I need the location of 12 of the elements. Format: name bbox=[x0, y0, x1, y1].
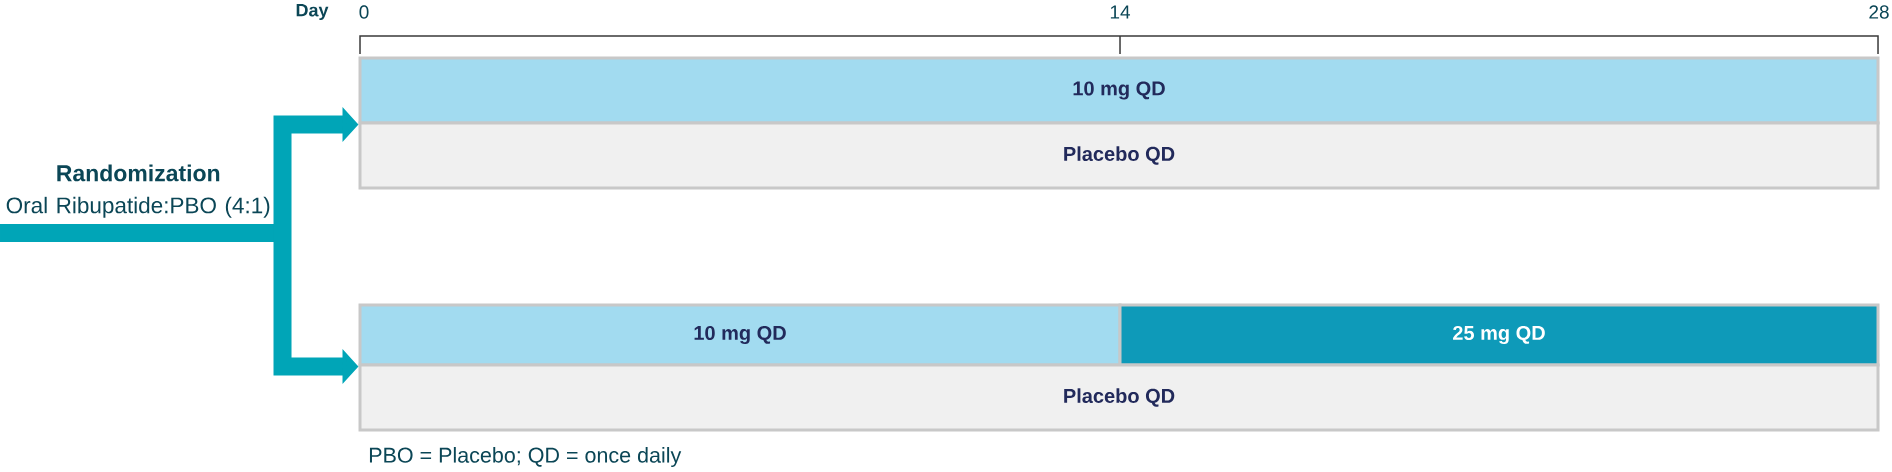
axis-title: Day bbox=[296, 3, 329, 21]
dose-bar: 10 mg QD bbox=[358, 56, 1880, 125]
tick-label: 28 bbox=[1869, 5, 1889, 19]
dose-bar: 10 mg QD bbox=[358, 303, 1122, 367]
dose-bar: 25 mg QD bbox=[1118, 303, 1880, 367]
tick-label: 14 bbox=[1110, 5, 1130, 19]
connector-line bbox=[0, 224, 275, 242]
placebo-bar: Placebo QD bbox=[358, 363, 1880, 432]
subtitle: Oral Ribupatide:PBO (4:1) bbox=[6, 196, 270, 218]
placebo-bar: Placebo QD bbox=[358, 121, 1880, 190]
tick-label: 0 bbox=[359, 5, 369, 19]
heading: Randomization bbox=[57, 164, 220, 182]
